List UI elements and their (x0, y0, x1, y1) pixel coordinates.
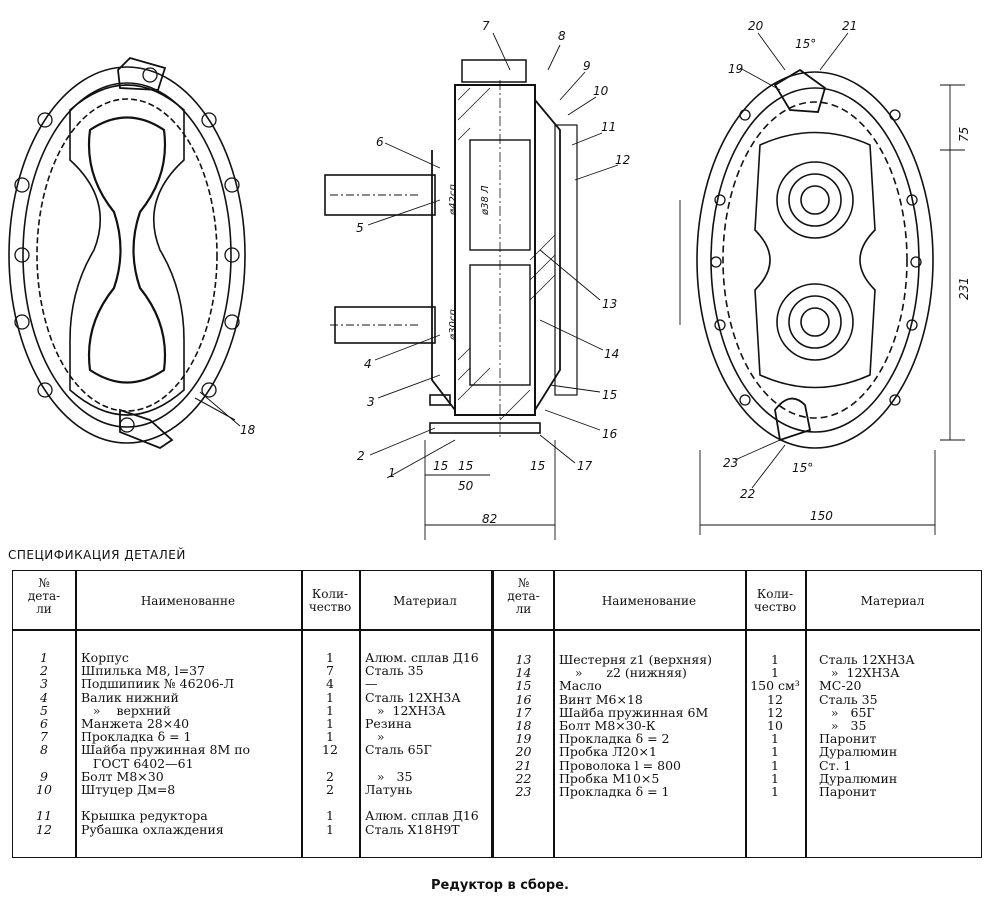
figure-caption: Редуктор в сборе. (431, 878, 569, 893)
header-material-right: Материал (860, 594, 925, 608)
callout-6: 6 (376, 135, 384, 149)
callout-3: 3 (367, 395, 375, 409)
dim-angle-bottom: 15° (792, 461, 813, 475)
leader-lines (199, 32, 849, 489)
left-part-numbers: 1 2 3 4 5 6 7 8 9 10 11 12 (36, 650, 52, 837)
callout-1: 1 (388, 466, 396, 480)
dimension-lines (424, 84, 965, 540)
callout-5: 5 (356, 221, 364, 235)
dim-150: 150 (810, 509, 833, 523)
callout-20: 20 (748, 19, 764, 33)
callout-10: 10 (593, 84, 609, 98)
dim-231: 231 (957, 277, 971, 300)
callout-19: 19 (728, 62, 743, 76)
callout-8: 8 (558, 29, 566, 43)
callout-15: 15 (602, 388, 617, 402)
callout-23: 23 (723, 456, 738, 470)
header-num-left: № дета- ли (27, 576, 61, 616)
callout-12: 12 (615, 153, 630, 167)
header-name-right: Наименование (601, 594, 697, 608)
right-part-numbers: 13 14 15 16 17 18 19 20 21 22 23 (515, 652, 532, 800)
callout-7: 7 (482, 19, 490, 33)
header-material-left: Материал (393, 594, 457, 608)
callout-17: 17 (577, 459, 593, 473)
callout-11: 11 (601, 120, 616, 134)
left-view-cover (8, 56, 246, 450)
dim-15-b: 15 (458, 459, 473, 473)
callout-14: 14 (604, 347, 619, 361)
right-part-qty: 1 1 150 см³ 12 12 10 1 1 1 1 1 (750, 652, 800, 800)
callout-2: 2 (357, 449, 365, 463)
spec-table: № дета- ли Наименованне Коли- чество Мат… (12, 570, 982, 858)
table-divider (359, 571, 361, 857)
header-num-right: № дета- ли (507, 576, 540, 616)
callout-18: 18 (240, 423, 256, 437)
table-divider (75, 571, 77, 857)
center-section-view (324, 59, 578, 440)
dim-82: 82 (482, 512, 497, 526)
table-divider-middle (491, 571, 494, 857)
header-qty-left: Коли- чество (308, 587, 352, 614)
right-part-materials: Сталь 12ХН3А » 12ХН3А МС-20 Сталь 35 » 6… (819, 652, 915, 800)
table-divider (805, 571, 807, 857)
shaft-dia-inner: ø38 Л (480, 185, 491, 216)
right-part-names: Шестерня z1 (верхняя) » z2 (нижняя) Масл… (559, 652, 713, 800)
left-part-qty: 1 7 4 1 1 1 1 12 2 2 1 1 (322, 650, 338, 837)
reducer-assembly-drawing: 1 2 3 4 5 6 7 8 9 10 11 12 13 14 15 16 1… (8, 19, 971, 540)
table-divider (301, 571, 303, 857)
spec-title: СПЕЦИФИКАЦИЯ ДЕТАЛЕЙ (8, 548, 186, 562)
dim-50: 50 (458, 479, 474, 493)
dim-15-a: 15 (433, 459, 448, 473)
right-view-housing (696, 68, 934, 449)
callout-21: 21 (842, 19, 857, 33)
callout-13: 13 (602, 297, 617, 311)
header-name-left: Наименованне (140, 594, 236, 608)
callout-9: 9 (583, 59, 591, 73)
dim-angle-top: 15° (795, 37, 816, 51)
left-part-names: Корпус Шпилька М8, l=37 Подшипиик № 4620… (81, 650, 251, 837)
dim-15-c: 15 (530, 459, 545, 473)
table-divider (553, 571, 555, 857)
callout-4: 4 (364, 357, 372, 371)
left-part-materials: Алюм. сплав Д16 Сталь 35 — Сталь 12ХН3А … (365, 650, 479, 837)
dim-75: 75 (957, 127, 971, 142)
shaft-dia-lower: ø30сп (448, 309, 459, 341)
callout-16: 16 (602, 427, 618, 441)
shaft-dia-upper: ø42сп (448, 184, 459, 216)
header-qty-right: Коли- чество (753, 587, 797, 614)
header-divider (13, 629, 980, 631)
callout-22: 22 (740, 487, 755, 501)
table-divider (745, 571, 747, 857)
